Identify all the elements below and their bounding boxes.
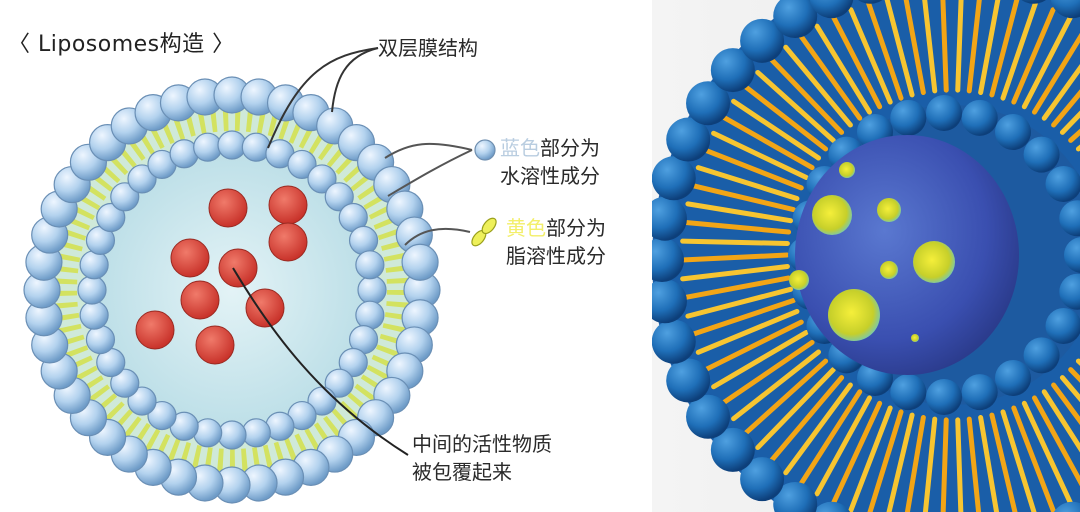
bilayer-label: 双层膜结构: [378, 36, 478, 60]
core-label: 中间的活性物质 被包覆起来: [412, 432, 552, 484]
encapsulated-particles: [789, 162, 955, 342]
yellow-part-label: 黄色部分为 脂溶性成分: [506, 216, 606, 268]
yellow-highlight-text: 黄色: [506, 216, 546, 240]
blue-head-legend-icon: [474, 139, 496, 161]
cartoon-diagram-panel: 〈 Liposomes构造 〉 双层膜结构 蓝色部分为 水溶性成分 黄色部分为 …: [8, 32, 606, 504]
liposome-3d-illustration: [652, 0, 1080, 512]
3d-render-panel: [652, 0, 1080, 512]
liposome-cartoon-illustration: [23, 47, 497, 504]
blue-highlight-text: 蓝色: [500, 136, 540, 160]
diagram-title: 〈 Liposomes构造 〉: [8, 32, 235, 57]
yellow-tail-legend-icon: [471, 217, 497, 247]
blue-part-label: 蓝色部分为 水溶性成分: [500, 136, 600, 188]
